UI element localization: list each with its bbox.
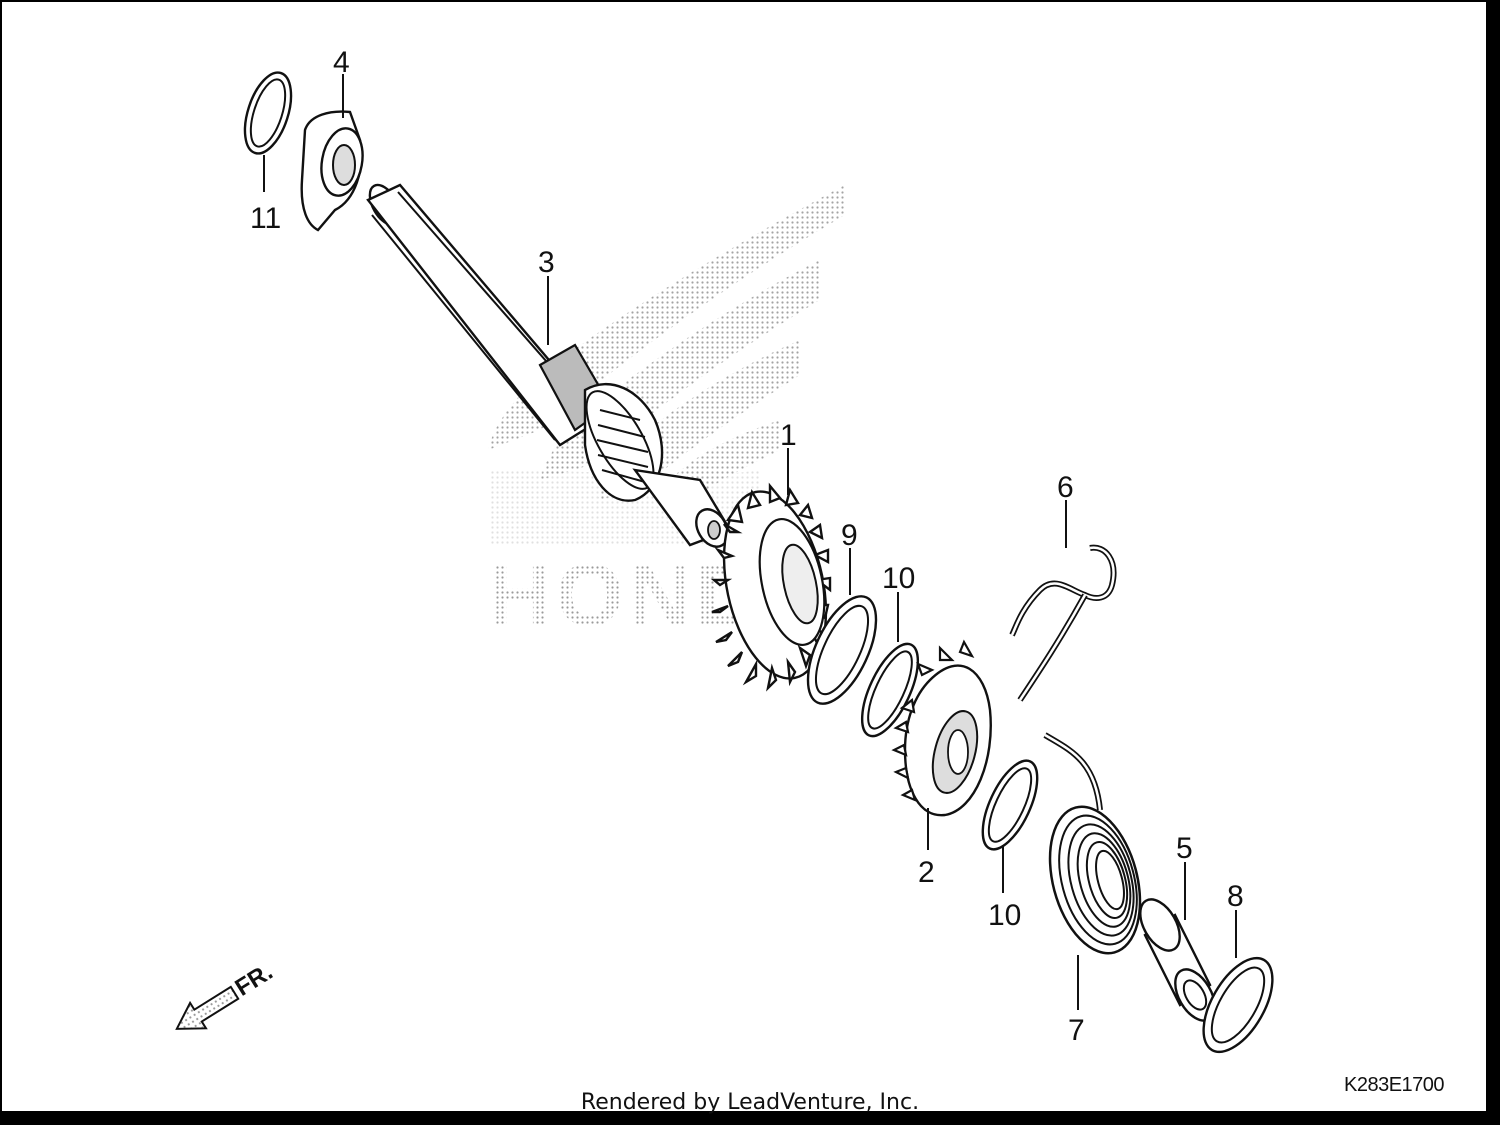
callout-5: 5 [1176,832,1193,865]
callout-7: 7 [1068,1014,1085,1047]
part-6-spring-clip [1009,544,1117,702]
callout-10-lower: 10 [988,899,1021,932]
part-4-collar [300,110,364,232]
drawing-code: K283E1700 [1344,1074,1445,1096]
front-label: FR. [230,958,277,1001]
callout-9: 9 [841,519,858,552]
part-10-circlip-upper [860,642,920,738]
part-7-coil-spring [1043,732,1142,955]
callout-6: 6 [1057,471,1074,504]
callout-8: 8 [1227,880,1244,913]
part-10-circlip-lower [981,759,1039,851]
callout-1: 1 [780,419,797,452]
part-11-circlip [243,71,293,155]
part-3-shaft [366,183,732,548]
callout-2: 2 [918,856,935,889]
part-2-ratchet [891,639,992,817]
callouts: 11 4 3 1 9 10 6 2 10 5 8 7 [250,46,1244,1047]
callout-3: 3 [538,246,555,279]
callout-4: 4 [333,46,350,79]
part-8-washer [1202,956,1274,1054]
footer-credit: Rendered by LeadVenture, Inc. [580,1090,920,1115]
front-direction-arrow: FR. [175,958,278,1030]
part-1-gear [710,482,832,692]
callout-11: 11 [250,202,281,235]
leader-lines [263,74,1237,1010]
part-9-washer [806,595,878,705]
callout-10-upper: 10 [882,562,915,595]
